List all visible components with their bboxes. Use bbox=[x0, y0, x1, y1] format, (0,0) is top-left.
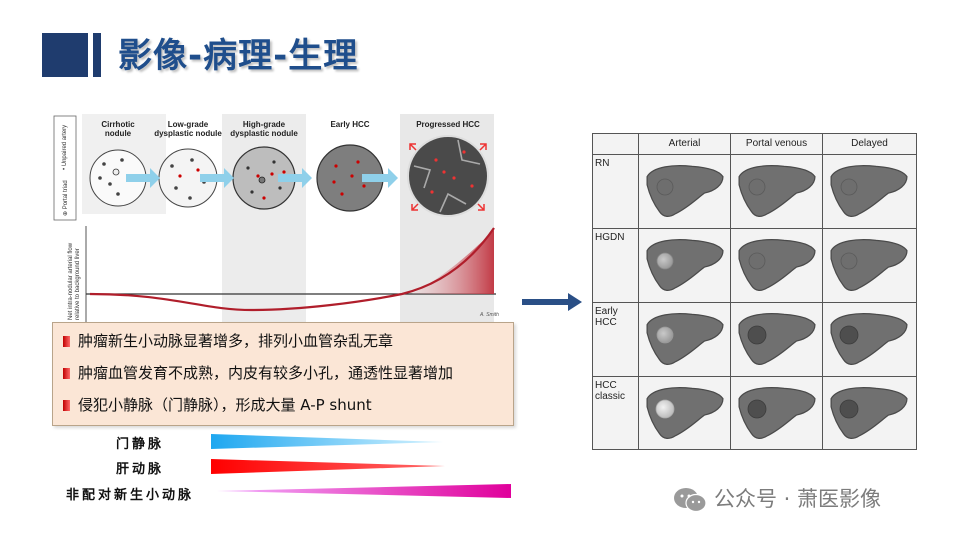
lesion-mark bbox=[747, 325, 767, 345]
stage-line1: Progressed HCC bbox=[416, 120, 480, 129]
lesion-mark bbox=[747, 399, 767, 419]
lesion-mark bbox=[839, 325, 859, 345]
lesion-mark bbox=[656, 326, 674, 344]
lesion-mark bbox=[840, 178, 858, 196]
flow-area bbox=[412, 230, 494, 294]
bullet-text: 肿瘤新生小动脉显著增多，排列小血管杂乱无章 bbox=[78, 332, 394, 350]
bullet-marker-icon bbox=[63, 336, 70, 347]
wedge-portal-vein bbox=[211, 434, 443, 449]
stage-label-cirrhotic: Cirrhotic nodule bbox=[78, 120, 158, 138]
row-label-text: RN bbox=[595, 158, 610, 169]
legend-portal-triad: ⊕ Portal triad bbox=[63, 180, 69, 216]
row-label-text: HGDN bbox=[595, 232, 625, 243]
liver-grid bbox=[646, 165, 908, 440]
right-arrow-icon bbox=[522, 293, 582, 311]
wedge-label-unpaired-arteries: 非配对新生小动脉 bbox=[66, 488, 195, 503]
bullet-text: 肿瘤血管发育不成熟，内皮有较多小孔，通透性显著增加 bbox=[78, 364, 454, 382]
watermark-text: 公众号 · 萧医影像 bbox=[714, 487, 882, 511]
y-axis-label-line1: Net intra-nodular arterial flow bbox=[68, 242, 74, 320]
lesion-mark bbox=[748, 178, 766, 196]
lesion-mark bbox=[655, 399, 675, 419]
stage-label-low-grade: Low-grade dysplastic nodule bbox=[148, 120, 228, 138]
stage-line2: dysplastic nodule bbox=[230, 129, 298, 138]
stage-label-high-grade: High-grade dysplastic nodule bbox=[224, 120, 304, 138]
bullet-item: 侵犯小静脉（门静脉），形成大量 A-P shunt bbox=[63, 395, 372, 415]
wedge-label-portal-vein: 门静脉 bbox=[116, 437, 165, 452]
legend-unpaired-artery: • Unpaired artery bbox=[62, 124, 68, 170]
bullet-text: 侵犯小静脉（门静脉），形成大量 A-P shunt bbox=[78, 396, 372, 414]
wedge-unpaired-arteries bbox=[217, 484, 511, 498]
summary-box: 肿瘤新生小动脉显著增多，排列小血管杂乱无章 肿瘤血管发育不成熟，内皮有较多小孔，… bbox=[52, 322, 514, 426]
title-accent-block bbox=[42, 33, 88, 77]
legend-box bbox=[53, 115, 77, 221]
stage-label-early-hcc: Early HCC bbox=[310, 120, 390, 129]
stage-line1: Cirrhotic bbox=[101, 120, 135, 129]
stage-line2: nodule bbox=[104, 129, 132, 138]
row-label-rn: RN bbox=[595, 158, 639, 169]
lesion-mark bbox=[748, 252, 766, 270]
title-accent-stripe bbox=[93, 33, 101, 77]
progression-arrows bbox=[126, 168, 398, 188]
wedge-graphics bbox=[211, 434, 511, 498]
wedge-label-hepatic-artery: 肝动脉 bbox=[116, 462, 165, 477]
nodule-cirrhotic bbox=[89, 149, 147, 207]
stage-line1: Low-grade bbox=[167, 120, 209, 129]
imaging-table: Arterial Portal venous Delayed RN HGDN E… bbox=[592, 133, 917, 450]
wechat-icon bbox=[674, 488, 707, 513]
bullet-item: 肿瘤血管发育不成熟，内皮有较多小孔，通透性显著增加 bbox=[63, 363, 453, 383]
bullet-item: 肿瘤新生小动脉显著增多，排列小血管杂乱无章 bbox=[63, 331, 393, 351]
lesion-mark bbox=[840, 252, 858, 270]
nodule-high-grade bbox=[232, 146, 296, 210]
stage-label-progressed-hcc: Progressed HCC bbox=[408, 120, 488, 129]
bullet-marker-icon bbox=[63, 368, 70, 379]
y-axis-label-line2: relative to background liver bbox=[75, 248, 81, 320]
lesion-mark bbox=[656, 252, 674, 270]
nodule-progressed-hcc bbox=[407, 135, 489, 217]
lesion-mark bbox=[656, 178, 674, 196]
pathology-diagram-svg: A. Smith bbox=[53, 114, 499, 322]
row-label-text: HCC bbox=[595, 380, 617, 391]
panel-high-grade bbox=[222, 114, 306, 322]
row-label-early-hcc: Early HCC bbox=[595, 306, 639, 328]
row-label-text: classic bbox=[595, 391, 626, 402]
stage-line1: Early HCC bbox=[330, 120, 370, 129]
arterial-flow-curve bbox=[89, 227, 495, 312]
pathology-diagram: A. Smith Cirrhotic nodule Low-grade dysp… bbox=[52, 112, 514, 326]
stage-line1: High-grade bbox=[242, 120, 286, 129]
stage-line2: dysplastic nodule bbox=[154, 129, 222, 138]
lesion-mark bbox=[839, 399, 859, 419]
row-label-text: Early HCC bbox=[595, 306, 618, 328]
svg-text:A. Smith: A. Smith bbox=[479, 312, 499, 318]
row-label-hgdn: HGDN bbox=[595, 232, 639, 243]
page-title: 影像-病理-生理 bbox=[118, 36, 359, 76]
wedge-hepatic-artery bbox=[211, 459, 445, 474]
bullet-marker-icon bbox=[63, 400, 70, 411]
